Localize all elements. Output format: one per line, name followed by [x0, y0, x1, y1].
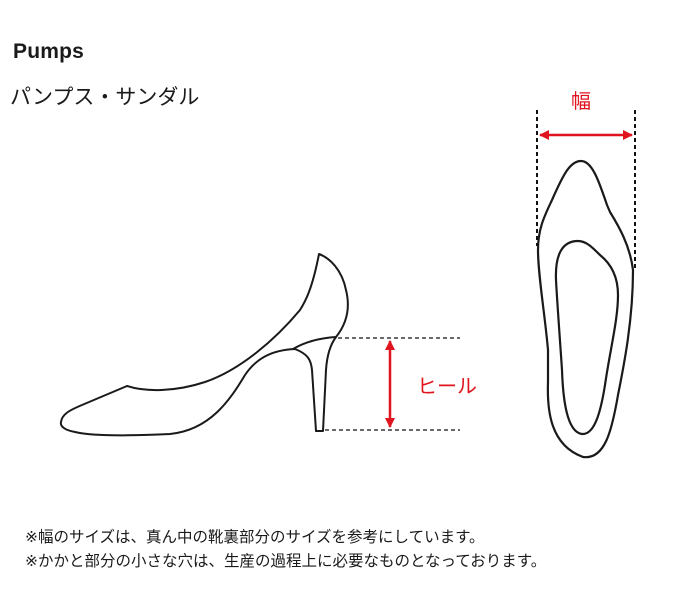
note-width: ※幅のサイズは、真ん中の靴裏部分のサイズを参考にしています。 — [25, 528, 485, 546]
width-label: 幅 — [571, 89, 591, 113]
page-subtitle: パンプス・サンダル — [10, 85, 200, 109]
note-heel-hole: ※かかと部分の小さな穴は、生産の過程上に必要なものとなっております。 — [25, 552, 547, 570]
heel-label: ヒール — [417, 374, 477, 398]
size-notes: ※幅のサイズは、真ん中の靴裏部分のサイズを参考にしています。 ※かかと部分の小さ… — [25, 525, 546, 573]
width-guide — [536, 110, 636, 268]
pump-sole-view-icon — [536, 159, 635, 459]
pump-side-view-icon — [59, 253, 349, 437]
page-title: Pumps — [13, 40, 85, 63]
heel-guide — [325, 337, 460, 431]
